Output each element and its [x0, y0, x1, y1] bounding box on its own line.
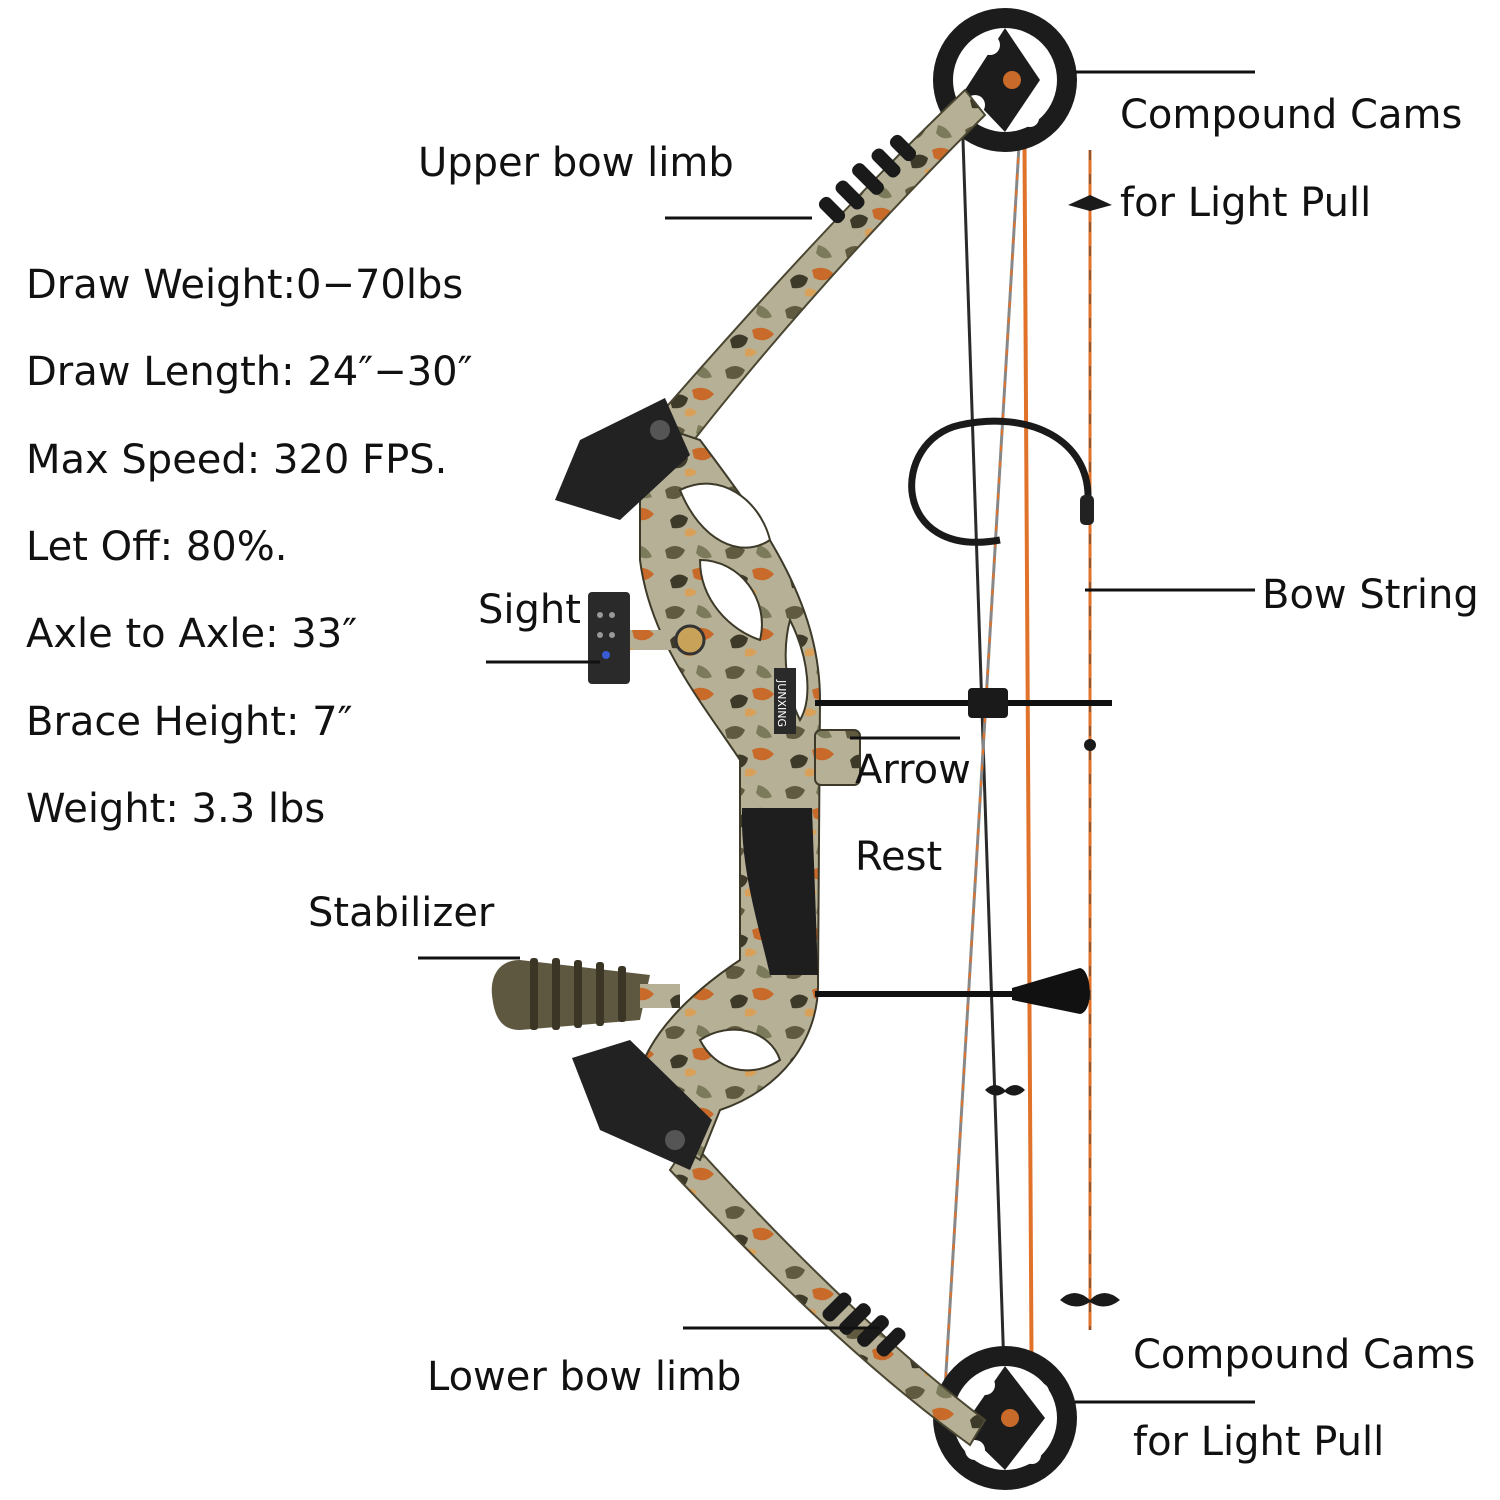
grip-shape: [741, 808, 818, 975]
upper-limb-shape: [653, 88, 987, 447]
spec-max-speed: Max Speed: 320 FPS.: [26, 437, 448, 483]
label-cams-bottom-2: for Light Pull: [1133, 1419, 1385, 1465]
label-lower-limb: Lower bow limb: [427, 1354, 742, 1400]
label-bow-string: Bow String: [1262, 572, 1479, 618]
riser-cutouts: [678, 482, 809, 1072]
label-arrow-rest-1: Arrow: [855, 747, 971, 793]
spec-draw-weight: Draw Weight:0−70lbs: [26, 262, 464, 308]
stabilizer-icon: [491, 958, 680, 1030]
label-stabilizer: Stabilizer: [308, 890, 495, 936]
string-nock-icon: [968, 688, 1008, 718]
upper-limb-dampener-icon: [818, 134, 917, 224]
label-cams-top-1: Compound Cams: [1120, 92, 1463, 138]
string-silencer-icons: [985, 195, 1120, 1307]
lower-limb-shape: [668, 1138, 987, 1447]
spec-let-off: Let Off: 80%.: [26, 524, 288, 570]
label-sight: Sight: [478, 587, 581, 633]
bottom-cam-icon: [933, 1346, 1077, 1490]
spec-axle-to-axle: Axle to Axle: 33″: [26, 611, 358, 657]
spec-brace-height: Brace Height: 7″: [26, 699, 353, 745]
bow-string-cables: [940, 61, 1092, 1441]
spec-draw-length: Draw Length: 24″−30″: [26, 349, 473, 395]
label-arrow-rest-2: Rest: [855, 834, 943, 880]
arrow-rest-icon: [814, 729, 861, 786]
lower-limb-dampener-icon: [822, 1292, 906, 1357]
leader-lines: [418, 70, 1255, 1404]
lower-rod-tip-icon: [1012, 968, 1090, 1014]
label-cams-bottom-1: Compound Cams: [1133, 1332, 1476, 1378]
label-cams-top-2: for Light Pull: [1120, 180, 1372, 226]
cable-guard-icon: [908, 417, 1092, 546]
brand-text: JUNXING: [775, 679, 788, 727]
label-upper-limb: Upper bow limb: [418, 140, 734, 186]
spec-weight: Weight: 3.3 lbs: [26, 786, 326, 832]
